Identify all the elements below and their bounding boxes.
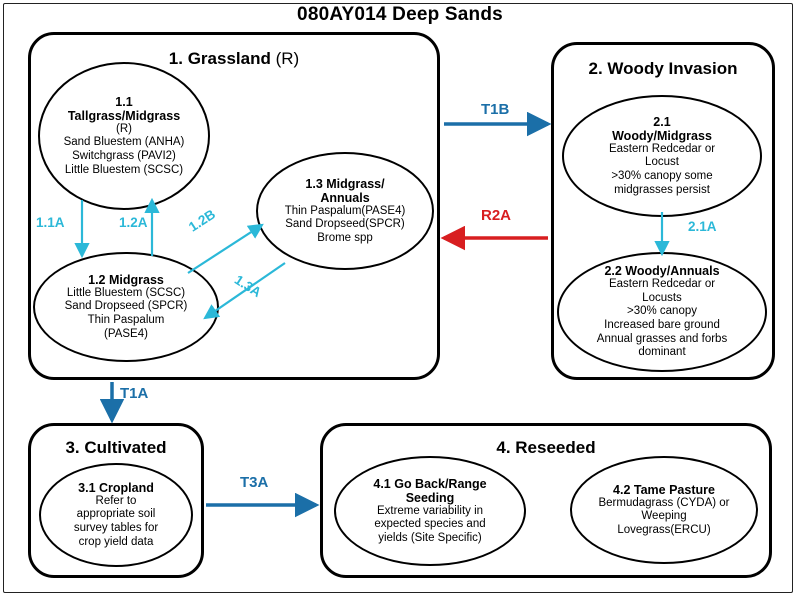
- phase-1-2-line4: (PASE4): [104, 327, 148, 340]
- phase-1-3-line1: Thin Paspalum(PASE4): [284, 204, 406, 217]
- phase-3-1-line4: crop yield data: [78, 535, 154, 548]
- phase-ellipse-1-3[interactable]: 1.3 Midgrass/ Annuals Thin Paspalum(PASE…: [256, 152, 434, 270]
- phase-2-2-line1: Eastern Redcedar or: [608, 278, 716, 291]
- state-box-grassland[interactable]: 1. Grassland (R): [28, 32, 440, 380]
- transition-label-t1b: T1B: [481, 101, 510, 118]
- phase-2-1-line2: Locust: [645, 156, 679, 169]
- state-title-cultivated: 3. Cultivated: [31, 438, 201, 458]
- image-border: [3, 3, 793, 593]
- state-title-grassland-suffix: (R): [275, 49, 300, 68]
- pathway-label-1-1a: 1.1A: [36, 215, 65, 230]
- phase-1-1-line4: Little Bluestem (SCSC): [64, 163, 184, 176]
- state-title-reseeded-main: 4. Reseeded: [496, 438, 596, 457]
- phase-2-2-line2: Locusts: [642, 291, 682, 304]
- phase-2-1-line1: Eastern Redcedar or: [608, 142, 716, 155]
- page-title: 080AY014 Deep Sands: [297, 4, 503, 25]
- phase-2-2-line5: Annual grasses and forbs: [596, 332, 728, 345]
- phase-4-1-line1: Extreme variability in: [376, 504, 484, 517]
- phase-2-2-line6: dominant: [638, 346, 686, 359]
- transition-label-t1a: T1A: [120, 385, 149, 402]
- phase-ellipse-1-1[interactable]: 1.1 Tallgrass/Midgrass (R) Sand Bluestem…: [38, 62, 210, 210]
- phase-4-1-heading-line1: 4.1 Go Back/Range: [373, 476, 487, 491]
- phase-2-1-heading-line2: Woody/Midgrass: [612, 128, 712, 143]
- phase-2-1-line4: midgrasses persist: [614, 183, 710, 196]
- phase-4-2-line2: Weeping: [641, 510, 687, 523]
- phase-4-2-line3: Lovegrass(ERCU): [617, 523, 711, 536]
- phase-1-2-line2: Sand Dropseed (SPCR): [64, 300, 188, 313]
- phase-1-1-heading-line1: 1.1: [115, 94, 133, 109]
- phase-2-2-line3: >30% canopy: [626, 305, 697, 318]
- phase-3-1-line2: appropriate soil: [76, 508, 156, 521]
- phase-ellipse-4-2[interactable]: 4.2 Tame Pasture Bermudagrass (CYDA) or …: [570, 456, 758, 564]
- phase-1-1-line2: Sand Bluestem (ANHA): [63, 136, 185, 149]
- phase-1-3-line3: Brome spp: [317, 231, 373, 244]
- state-title-grassland: 1. Grassland (R): [31, 49, 437, 69]
- phase-2-1-line3: >30% canopy some: [611, 170, 713, 182]
- phase-4-2-heading-line1: 4.2 Tame Pasture: [613, 482, 715, 497]
- phase-1-2-line1: Little Bluestem (SCSC): [66, 286, 186, 299]
- phase-ellipse-1-2[interactable]: 1.2 Midgrass Little Bluestem (SCSC) Sand…: [33, 252, 219, 362]
- pathway-label-2-1a: 2.1A: [688, 219, 717, 234]
- phase-2-1-heading-line1: 2.1: [653, 114, 671, 129]
- phase-1-3-heading-line2: Annuals: [320, 190, 370, 205]
- phase-1-2-heading-line1: 1.2 Midgrass: [88, 272, 164, 287]
- state-box-cultivated[interactable]: 3. Cultivated: [28, 423, 204, 578]
- phase-1-3-heading-line1: 1.3 Midgrass/: [305, 176, 385, 191]
- phase-1-3-line2: Sand Dropseed(SPCR): [285, 218, 405, 231]
- transition-label-r2a: R2A: [481, 207, 512, 224]
- phase-ellipse-3-1[interactable]: 3.1 Cropland Refer to appropriate soil s…: [39, 463, 193, 567]
- phase-4-1-line3: yields (Site Specific): [378, 531, 482, 544]
- state-title-reseeded: 4. Reseeded: [323, 438, 769, 458]
- state-title-woody-invasion-main: 2. Woody Invasion: [588, 59, 738, 78]
- phase-4-1-line2: expected species and: [374, 518, 486, 531]
- transition-label-t3a: T3A: [240, 474, 269, 491]
- state-title-cultivated-main: 3. Cultivated: [65, 438, 167, 457]
- phase-1-1-line1: (R): [116, 122, 132, 135]
- phase-4-1-heading-line2: Seeding: [405, 490, 455, 505]
- phase-3-1-line3: survey tables for: [73, 522, 159, 534]
- state-title-grassland-main: 1. Grassland: [168, 49, 271, 68]
- phase-1-1-line3: Switchgrass (PAVI2): [72, 150, 176, 162]
- phase-1-1-heading-line2: Tallgrass/Midgrass: [67, 108, 181, 123]
- phase-1-2-line3: Thin Paspalum: [87, 314, 165, 326]
- phase-ellipse-4-1[interactable]: 4.1 Go Back/Range Seeding Extreme variab…: [334, 456, 526, 566]
- phase-ellipse-2-2[interactable]: 2.2 Woody/Annuals Eastern Redcedar or Lo…: [557, 252, 767, 372]
- phase-4-2-line1: Bermudagrass (CYDA) or: [598, 496, 730, 509]
- state-box-reseeded[interactable]: 4. Reseeded: [320, 423, 772, 578]
- state-box-woody-invasion[interactable]: 2. Woody Invasion: [551, 42, 775, 380]
- pathway-label-1-2a: 1.2A: [119, 215, 148, 230]
- phase-2-2-line4: Increased bare ground: [604, 319, 720, 331]
- phase-3-1-heading-line1: 3.1 Cropland: [78, 480, 154, 495]
- phase-3-1-line1: Refer to: [95, 494, 137, 507]
- phase-2-2-heading-line1: 2.2 Woody/Annuals: [604, 264, 720, 279]
- state-title-woody-invasion: 2. Woody Invasion: [554, 59, 772, 79]
- phase-ellipse-2-1[interactable]: 2.1 Woody/Midgrass Eastern Redcedar or L…: [562, 95, 762, 217]
